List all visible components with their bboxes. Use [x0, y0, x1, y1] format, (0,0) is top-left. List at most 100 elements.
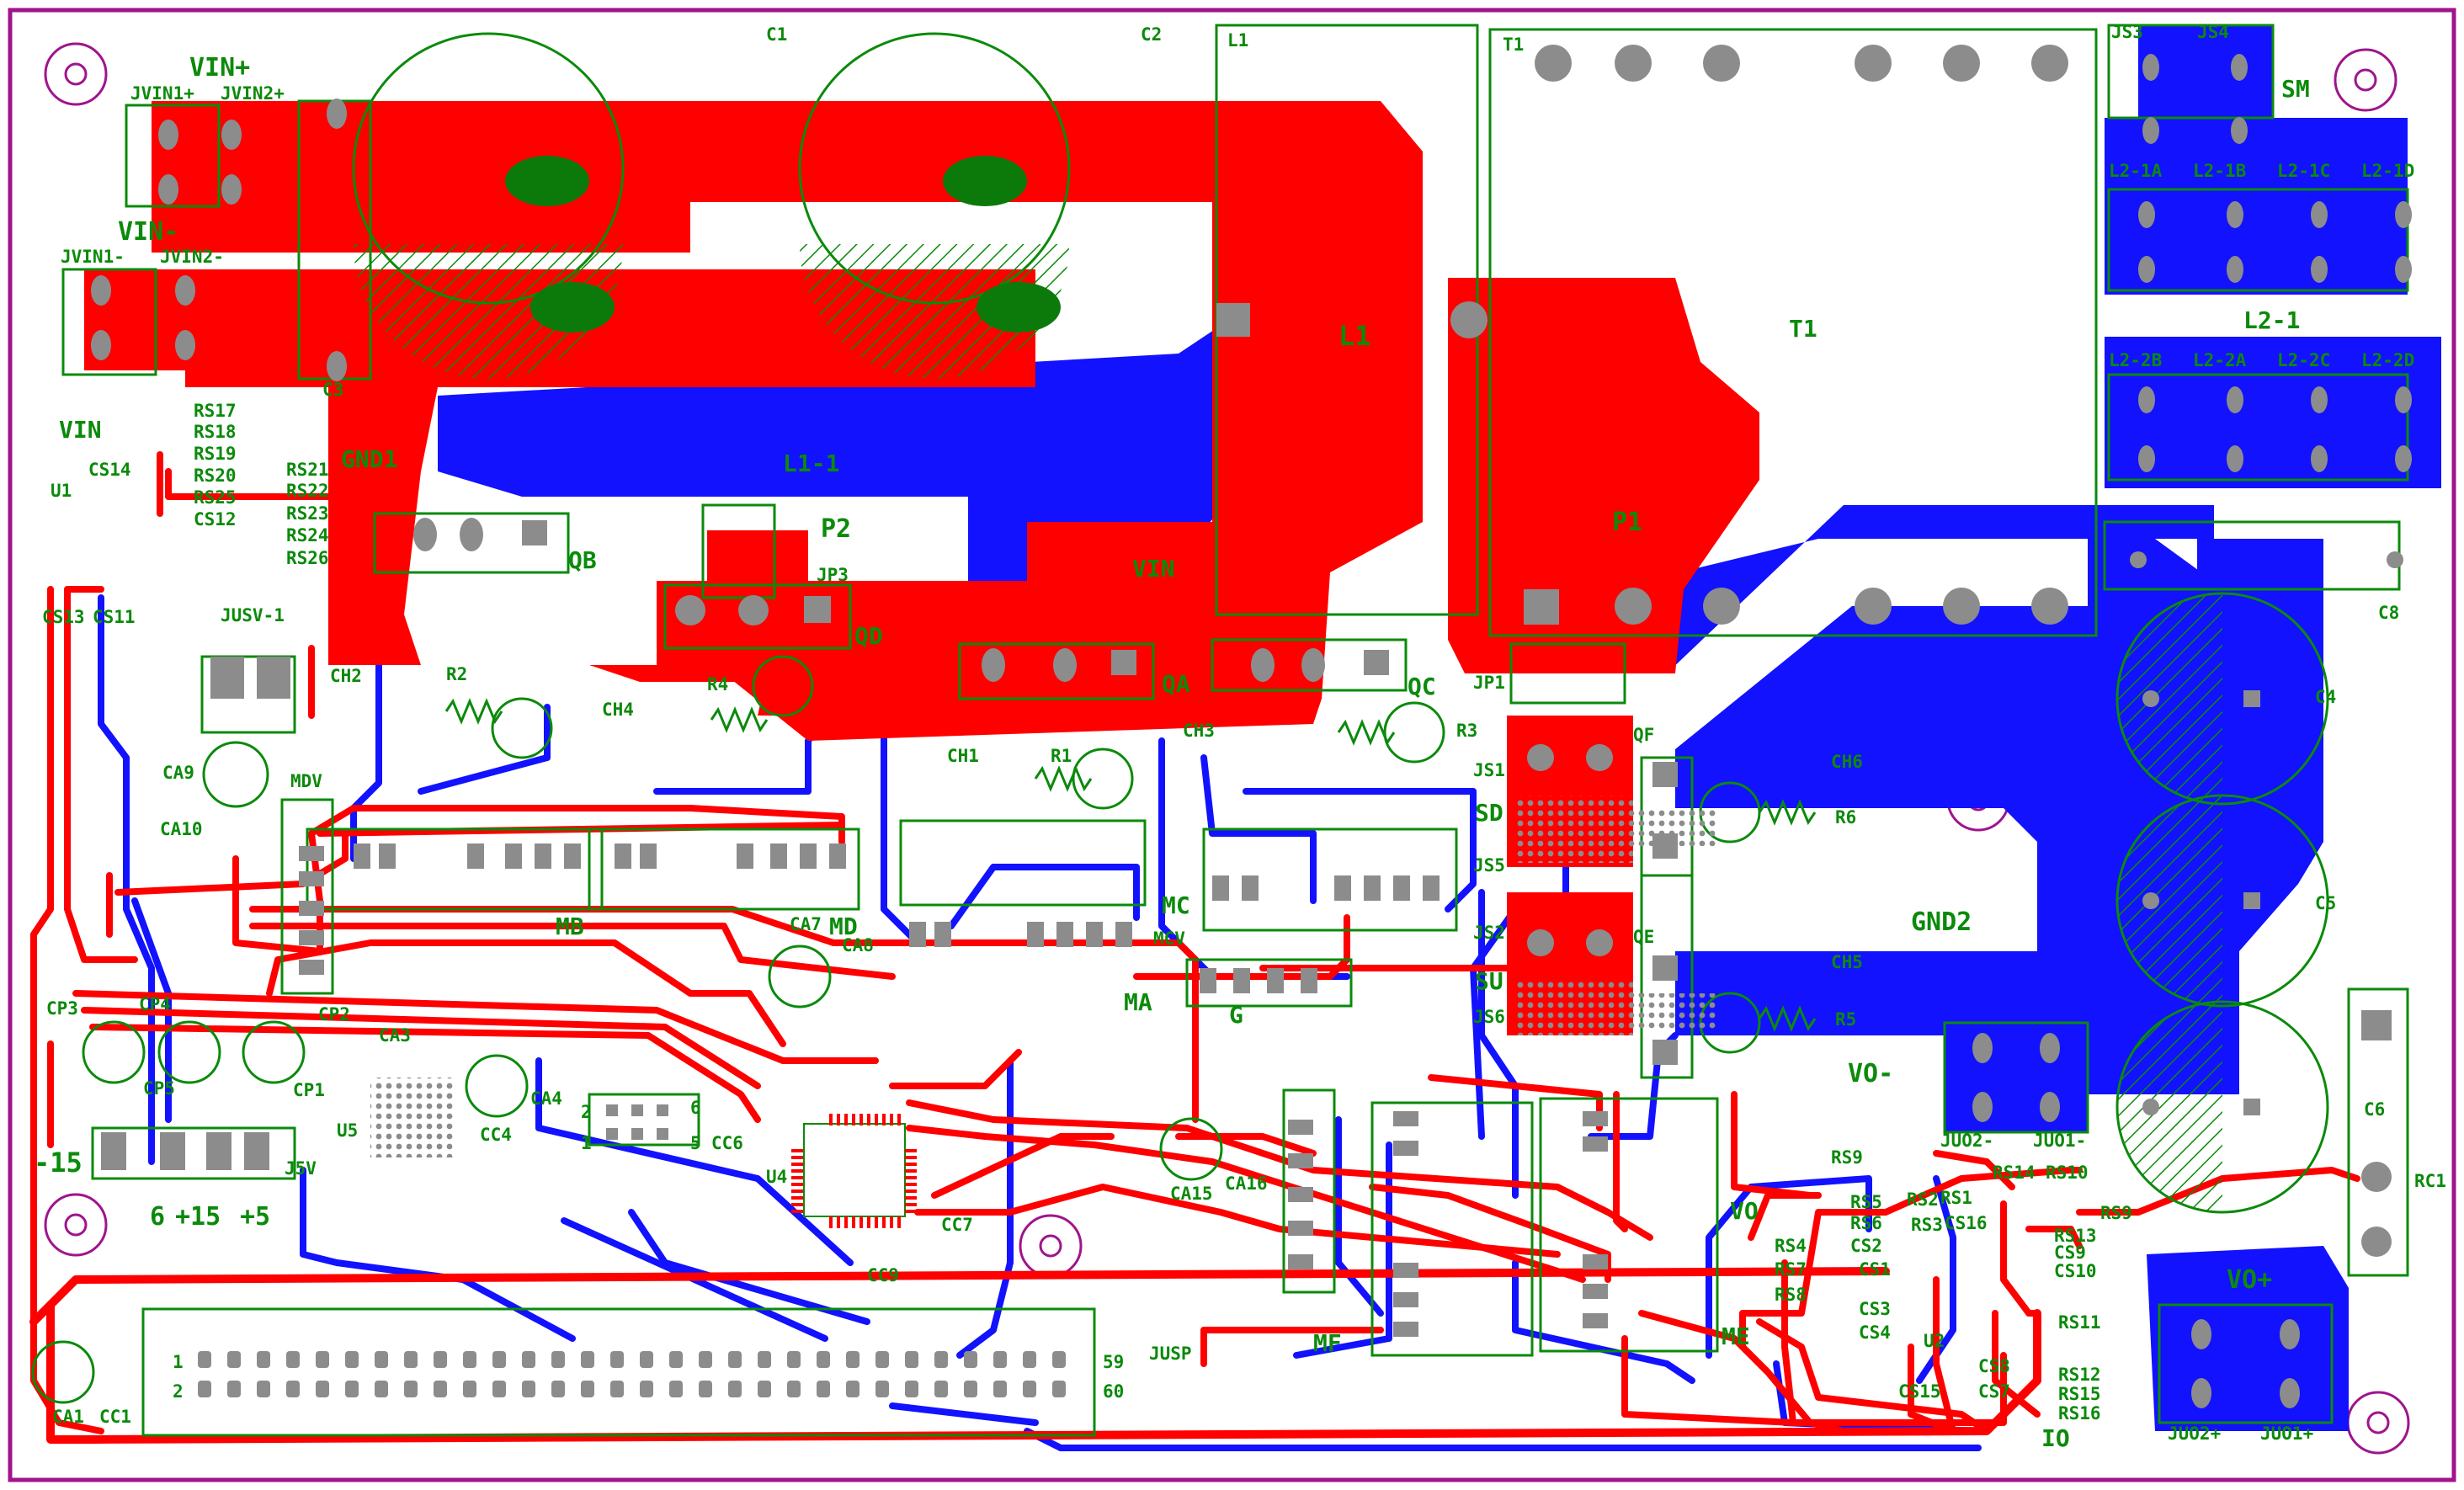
- header-pin: [787, 1351, 801, 1368]
- header-pin: [316, 1351, 329, 1368]
- header-pin: [640, 1381, 653, 1397]
- label-jvin2-minus: JVIN2-: [160, 247, 224, 267]
- label-t1: T1: [1789, 315, 1817, 343]
- label-rs12: RS12: [2058, 1365, 2101, 1385]
- label-c3: C3: [322, 380, 343, 400]
- label-jvin2-plus: JVIN2+: [221, 83, 285, 104]
- qfp-pin: [890, 1114, 893, 1125]
- header-pin: [993, 1381, 1007, 1397]
- label-rs10: RS10: [2046, 1163, 2089, 1183]
- mounting-holes: [44, 42, 2410, 1455]
- header-pin: [404, 1381, 418, 1397]
- header-pin: [1023, 1381, 1036, 1397]
- header-pin: [934, 1351, 948, 1368]
- label-mb: MB: [556, 913, 584, 940]
- label-rs24: RS24: [286, 525, 329, 545]
- label-l2-2b: L2-2B: [2109, 350, 2162, 370]
- header-pin: [669, 1351, 683, 1368]
- label-r4: R4: [707, 674, 728, 694]
- label-rs5: RS5: [1850, 1192, 1882, 1212]
- label-cs16: CS16: [1945, 1213, 1988, 1233]
- label-l1: L1: [1338, 320, 1371, 352]
- label-l2-2a: L2-2A: [2193, 350, 2247, 370]
- header-pin: [227, 1381, 241, 1397]
- label-qa: QA: [1162, 670, 1190, 698]
- label-jvin1-minus: JVIN1-: [61, 247, 125, 267]
- label-juo2-minus: JUO2-: [1940, 1131, 1993, 1151]
- label-ch4: CH4: [602, 700, 634, 720]
- label-jusp: JUSP: [1149, 1344, 1192, 1364]
- label-rs21: RS21: [286, 460, 329, 480]
- label-juo1-plus: JUO1+: [2260, 1423, 2313, 1444]
- header-pin: [669, 1381, 683, 1397]
- qfp-pin: [791, 1189, 803, 1193]
- label-ca15: CA15: [1170, 1184, 1213, 1204]
- label-cp4: CP4: [139, 994, 171, 1014]
- label-hdr-59: 59: [1103, 1352, 1124, 1372]
- label-gnd1: GND1: [341, 445, 397, 473]
- label-c8: C8: [2378, 603, 2399, 623]
- qfp-pin: [791, 1149, 803, 1152]
- label-ca16: CA16: [1225, 1173, 1268, 1194]
- qfp-pin: [905, 1169, 917, 1173]
- label-juo2-plus: JUO2+: [2168, 1423, 2221, 1444]
- label-l2-1c: L2-1C: [2277, 161, 2330, 181]
- label-sd: SD: [1475, 799, 1503, 827]
- label-rs6: RS6: [1850, 1213, 1882, 1233]
- qfp-pin: [905, 1210, 917, 1213]
- label-hdr-1: 1: [173, 1352, 184, 1372]
- label-p2: P2: [821, 514, 851, 544]
- label-ch2: CH2: [330, 666, 362, 686]
- label-cc4: CC4: [480, 1125, 512, 1145]
- label-cs2: CS2: [1850, 1236, 1882, 1256]
- qfp-pin: [852, 1114, 855, 1125]
- silkscreen-labels: C1 C2 L1 T1 T1 L1 JS3 JS4 SM L2-1A L2-1B…: [34, 22, 2446, 1452]
- qfp-pin: [852, 1216, 855, 1228]
- qfp-pin: [791, 1156, 803, 1159]
- label-j5v: J5V: [285, 1158, 317, 1179]
- label-l2-1: L2-1: [2243, 306, 2300, 334]
- label-hdr-2: 2: [173, 1381, 184, 1402]
- header-pin: [522, 1351, 535, 1368]
- header-pin: [1052, 1351, 1066, 1368]
- qfp-pin: [829, 1114, 833, 1125]
- label-u2: U2: [1924, 1331, 1945, 1351]
- qfp-pin: [905, 1189, 917, 1193]
- label-rs8: RS8: [1775, 1285, 1807, 1305]
- label-ca4: CA4: [530, 1088, 562, 1109]
- label-qb: QB: [568, 546, 597, 574]
- qfp-pin: [859, 1114, 863, 1125]
- header-pin: [875, 1381, 889, 1397]
- label-rs3: RS3: [1911, 1215, 1943, 1235]
- label-mc: MC: [1162, 891, 1190, 919]
- label-cs3: CS3: [1859, 1299, 1891, 1319]
- qfp-pin: [905, 1149, 917, 1152]
- qfp-pin: [791, 1196, 803, 1200]
- label-minus15: -15: [34, 1147, 82, 1179]
- label-ch5: CH5: [1831, 952, 1863, 972]
- label-js6: JS6: [1473, 1007, 1505, 1027]
- qfp-pin: [791, 1203, 803, 1206]
- header-pin: [492, 1351, 506, 1368]
- label-rs18: RS18: [194, 422, 237, 442]
- header-pin: [728, 1381, 742, 1397]
- qfp-pin: [867, 1216, 870, 1228]
- label-cs8: CS8: [1978, 1356, 2010, 1376]
- header-pin: [198, 1351, 211, 1368]
- header-pin: [905, 1351, 918, 1368]
- label-ca10: CA10: [160, 819, 203, 839]
- header-pin: [375, 1381, 388, 1397]
- label-cs12: CS12: [194, 509, 237, 529]
- label-rc1: RC1: [2414, 1171, 2446, 1191]
- label-rs11: RS11: [2058, 1312, 2101, 1333]
- header-pin: [434, 1381, 447, 1397]
- header-pin: [345, 1381, 359, 1397]
- header-pin: [817, 1381, 830, 1397]
- header-pin: [345, 1351, 359, 1368]
- label-qe: QE: [1633, 927, 1654, 947]
- qfp-pin: [791, 1169, 803, 1173]
- label-ca7: CA7: [790, 914, 822, 934]
- label-l1-1: L1-1: [783, 450, 839, 477]
- label-ca9: CA9: [162, 763, 194, 783]
- label-qf: QF: [1633, 725, 1654, 745]
